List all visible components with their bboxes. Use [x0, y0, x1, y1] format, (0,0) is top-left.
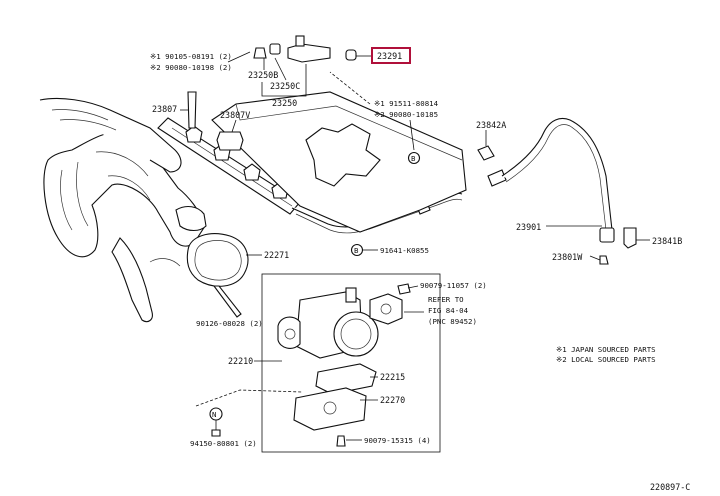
part-number-90079-b: 90079-15315 (4) [364, 436, 431, 445]
mark-n: N [212, 410, 216, 419]
spacer-22270 [293, 387, 367, 431]
part-number-90105: ※1 90105-08191 (2) [150, 52, 232, 61]
cylinder-head-cover [211, 91, 467, 233]
part-number-91511: ※1 91511-80814 [374, 99, 439, 108]
callout-23291[interactable]: 23291 [356, 47, 411, 64]
throttle-body-group-frame [261, 273, 441, 453]
part-number-23250b: 23250B [248, 70, 278, 80]
throttle-body-22210 [277, 283, 411, 359]
part-number-22215: 22215 [380, 372, 405, 382]
injector-parts [253, 35, 357, 63]
gasket-22215 [315, 363, 377, 395]
part-number-23841b: 23841B [652, 236, 682, 246]
part-number-91641: 91641-K0855 [380, 246, 429, 255]
refer-text-line2: FIG 84-04 [428, 306, 469, 315]
mark-b-top: B [411, 154, 416, 163]
part-number-22210: 22210 [228, 356, 253, 366]
part-number-94150: 94150-80801 (2) [190, 439, 257, 448]
part-number-23901: 23901 [516, 222, 541, 232]
refer-text-line1: REFER TO [428, 295, 464, 304]
part-number-23250c: 23250C [270, 81, 300, 91]
part-number-23842a: 23842A [476, 120, 506, 130]
gasket-22271 [186, 233, 249, 287]
part-number-23801w: 23801W [552, 252, 583, 262]
legend-note-japan: ※1 JAPAN SOURCED PARTS [556, 345, 656, 354]
intake-manifold-drawing [39, 97, 207, 323]
part-number-22270: 22270 [380, 395, 405, 405]
part-number-90079-a: 90079-11057 (2) [420, 281, 487, 290]
refer-text-line3: (PNC 89452) [428, 317, 477, 326]
part-number-90080-a: ※2 90080-10198 (2) [150, 63, 232, 72]
part-number-23250: 23250 [272, 98, 297, 108]
legend-note-local: ※2 LOCAL SOURCED PARTS [556, 355, 656, 364]
part-number-90080-b: ※2 90080-10185 [374, 110, 438, 119]
part-number-23807: 23807 [152, 104, 177, 114]
fuel-hose-assembly: 23842A [476, 117, 637, 265]
diagram-id: 220897-C [650, 482, 690, 492]
part-number-22271: 22271 [264, 250, 289, 260]
mark-b-lower: B [354, 246, 359, 255]
part-number-23807v: 23807V [220, 110, 250, 120]
part-number-90126: 90126-08028 (2) [196, 319, 263, 328]
part-number-23291: 23291 [377, 51, 402, 61]
